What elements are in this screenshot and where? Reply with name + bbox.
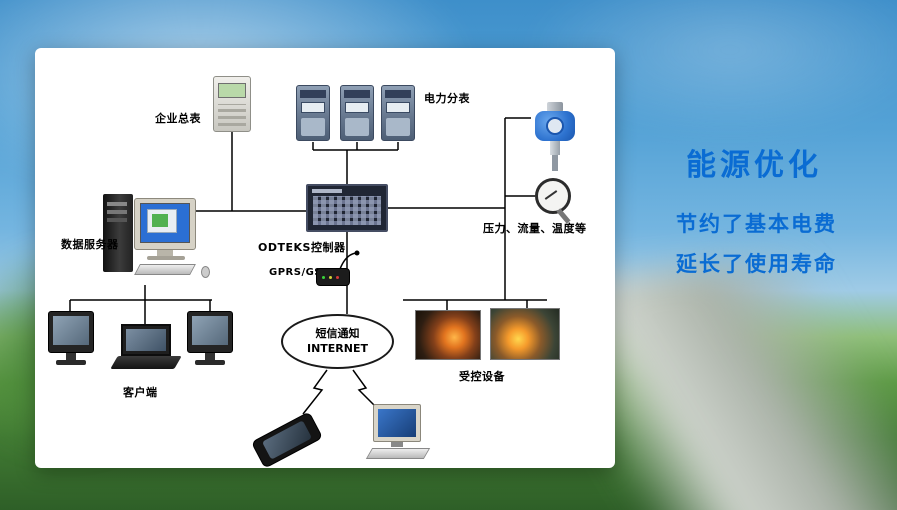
gauge-dial: [535, 178, 571, 214]
controller-label: ODTEKS控制器: [258, 241, 346, 254]
server-mouse-icon: [201, 266, 210, 278]
client-monitor-icon: [187, 311, 233, 365]
connection-lines: [69, 117, 547, 415]
gprs-modem-icon: [316, 268, 350, 286]
transmitter-stem: [550, 141, 560, 155]
server-monitor-icon: [134, 198, 196, 250]
controller-display-strip: [312, 189, 342, 193]
submeter-lcd: [345, 102, 369, 113]
client-monitor-base: [56, 360, 86, 365]
power-submeters-label: 电力分表: [424, 92, 470, 105]
server-tower-icon: [103, 194, 133, 272]
client-monitor-screen: [53, 316, 89, 345]
transmitter-probe: [552, 155, 558, 171]
enterprise-meter-label: 企业总表: [155, 112, 201, 125]
flow-gauge-icon: [535, 178, 579, 226]
laptop-display: [126, 329, 166, 351]
server-screen-window: [147, 209, 177, 233]
remote-computer-stand: [391, 442, 403, 447]
antenna-tip: [354, 250, 360, 256]
gprs-label: GPRS/GSM: [269, 267, 333, 278]
client-monitor-screen: [192, 316, 228, 345]
submeter-body: [345, 118, 369, 136]
sms-label: 短信通知: [315, 326, 360, 340]
page-title: 能源优化: [686, 148, 822, 183]
submeter-cap: [385, 90, 411, 98]
internet-cloud: 短信通知 INTERNET: [281, 314, 394, 369]
submeter-lcd: [386, 102, 410, 113]
client-monitor-frame: [48, 311, 94, 353]
monitor-base: [147, 256, 185, 260]
meter-buttons: [218, 104, 246, 126]
diagram-panel: 企业总表 电力分表 压: [35, 48, 615, 469]
submeter-body: [386, 118, 410, 136]
client-monitor-icon: [48, 311, 94, 365]
submeter-lcd: [301, 102, 325, 113]
client-monitor-neck: [66, 353, 76, 360]
benefit-line-2: 延长了使用寿命: [676, 252, 837, 276]
phone-screen: [261, 420, 313, 460]
enterprise-meter-device: [213, 76, 251, 132]
client-monitor-frame: [187, 311, 233, 353]
transmitter-display: [546, 117, 564, 135]
remote-computer-screen: [378, 409, 416, 437]
internet-label: INTERNET: [306, 341, 368, 355]
phone-body: [250, 411, 324, 469]
sensors-label: 压力、流量、温度等: [483, 222, 587, 235]
furnace-photo-2: [490, 308, 560, 360]
power-submeter-device: [340, 85, 374, 141]
remote-computer-keyboard: [365, 448, 431, 459]
monitor-stand: [157, 250, 173, 256]
server-screen: [140, 203, 190, 243]
power-submeter-device: [296, 85, 330, 141]
submeter-cap: [300, 90, 326, 98]
furnace-photo-1: [415, 310, 481, 360]
clients-label: 客户端: [123, 386, 158, 399]
data-server-label: 数据服务器: [61, 238, 119, 251]
controller-terminal-grid: [313, 196, 381, 225]
submeter-body: [301, 118, 325, 136]
laptop-screen: [121, 324, 171, 356]
client-monitor-neck: [205, 353, 215, 360]
transmitter-cap: [547, 102, 563, 112]
modem-leds: [322, 276, 325, 279]
pressure-transmitter-icon: [531, 102, 579, 174]
controlled-devices-label: 受控设备: [459, 370, 505, 383]
laptop-base: [110, 356, 182, 369]
smartphone-icon: [249, 411, 325, 469]
server-keyboard-icon: [134, 264, 196, 275]
server-screen-chart: [152, 214, 168, 227]
submeter-cap: [344, 90, 370, 98]
remote-computer-icon: [373, 404, 421, 442]
odteks-controller-device: [306, 184, 388, 232]
power-submeter-device: [381, 85, 415, 141]
tower-drive-bays: [107, 202, 127, 206]
client-laptop-icon: [110, 324, 182, 372]
client-monitor-base: [195, 360, 225, 365]
meter-lcd: [218, 83, 246, 98]
benefit-line-1: 节约了基本电费: [676, 212, 837, 236]
